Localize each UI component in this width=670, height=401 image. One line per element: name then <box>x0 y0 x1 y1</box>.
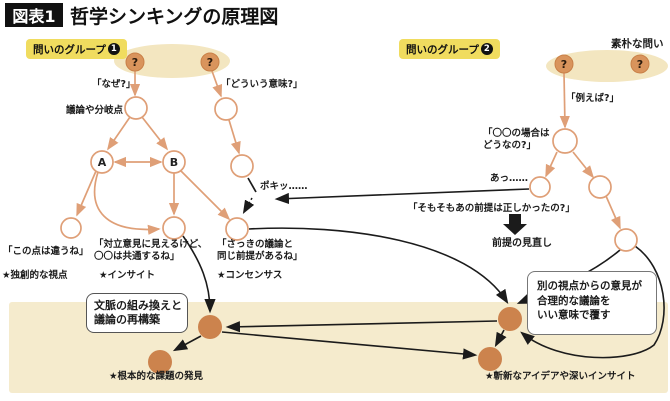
naive-question-label: 素朴な問い <box>611 38 664 50</box>
opposing-opinion-line2: 〇〇は共通するね」 <box>94 250 180 262</box>
badge-question-group-1: 問いのグループ 1 <box>26 39 127 59</box>
question-mark-icon: ? <box>206 55 214 69</box>
outcome-nodes <box>148 307 522 374</box>
same-premise-label: 「さっきの議論と 同じ前提があるね」 <box>217 239 303 262</box>
star-original-viewpoint-label: ★独創的な視点 <box>2 270 68 281</box>
overturn-line1: 別の視点からの意見が <box>537 280 642 292</box>
context-rebuild-line1: 文脈の組み換えと <box>94 299 182 312</box>
premise-review-label: 前提の見直し <box>492 238 552 249</box>
node-a-label: A <box>97 155 107 169</box>
what-about-case-label: 「〇〇の場合は どうなの?」 <box>483 128 550 151</box>
insight-flow-edges <box>172 188 665 360</box>
overturn-box: 別の視点からの意見が 合理的な議論を いい意味で覆す <box>527 271 657 335</box>
broken-link <box>242 177 257 214</box>
why-label: 「なぜ?」 <box>92 79 136 90</box>
branch-points-label: 議論や分岐点 <box>66 105 124 116</box>
badge-group2-label: 問いのグループ <box>406 43 479 56</box>
badge-group1-label: 問いのグループ <box>33 43 106 56</box>
premise-review-arrow <box>503 214 527 235</box>
for-example-label: 「例えば?」 <box>566 93 620 104</box>
node-b-label: B <box>169 155 179 169</box>
discussion-nodes <box>60 96 638 252</box>
star-consensus-label: ★コンセンサス <box>217 270 283 281</box>
what-meaning-label: 「どういう意味?」 <box>221 79 303 90</box>
badge-question-group-2: 問いのグループ 2 <box>399 39 500 59</box>
question-mark-icon: ? <box>560 57 568 71</box>
question-mark-icon: ? <box>131 55 139 69</box>
opposing-opinion-line1: 「対立意見に見えるけど、 <box>94 239 208 250</box>
circled-2-icon: 2 <box>480 43 493 55</box>
ah-label: あっ…… <box>490 173 529 184</box>
same-premise-line1: 「さっきの議論と <box>217 239 294 250</box>
this-differs-label: 「この点は違うね」 <box>3 246 89 257</box>
opposing-opinion-label: 「対立意見に見えるけど、 〇〇は共通するね」 <box>94 239 207 262</box>
question-group-ellipses <box>114 44 668 82</box>
premise-correct-label: 「そもそもあの前提は正しかったの?」 <box>408 203 575 214</box>
same-premise-line2: 同じ前提があるね」 <box>217 250 303 262</box>
question-nodes <box>125 52 650 74</box>
snap-label: ポキッ…… <box>260 181 308 192</box>
context-rebuild-line2: 議論の再構築 <box>94 313 160 326</box>
question-mark-icon: ? <box>636 57 644 71</box>
discussion-tree-edges <box>76 70 621 235</box>
what-about-line2: どうなの?」 <box>483 139 537 151</box>
context-rebuild-box: 文脈の組み換えと 議論の再構築 <box>86 293 188 333</box>
circled-1-icon: 1 <box>107 43 120 55</box>
figure-tag: 図表1 <box>5 3 63 27</box>
star-fundamental-issue-label: ★根本的な課題の発見 <box>109 371 204 382</box>
what-about-line1: 「〇〇の場合は <box>483 128 550 139</box>
overturn-line3: いい意味で覆す <box>537 309 611 321</box>
star-novel-ideas-label: ★斬新なアイデアや深いインサイト <box>485 371 636 382</box>
star-insight-label: ★インサイト <box>99 270 156 281</box>
overturn-line2: 合理的な議論を <box>537 294 611 307</box>
page-title: 哲学シンキングの原理図 <box>70 6 279 28</box>
